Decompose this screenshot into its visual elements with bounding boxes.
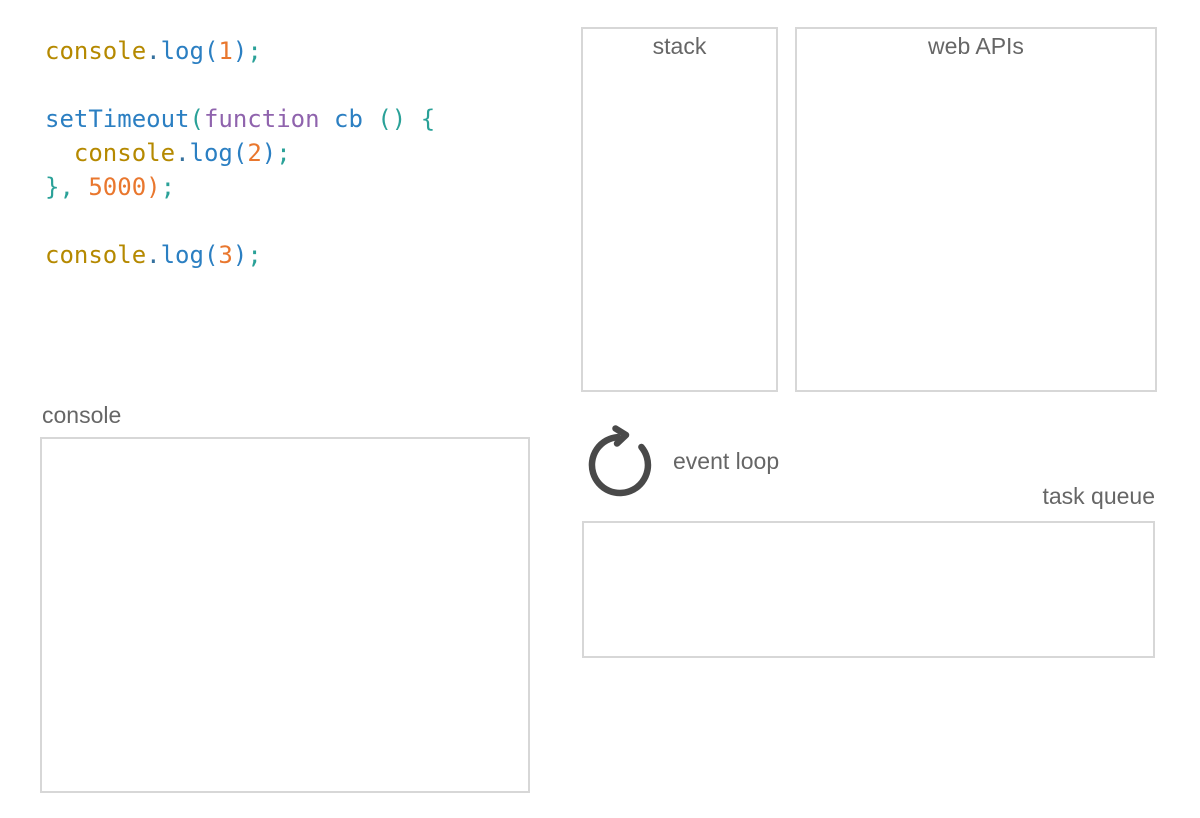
code-token: setTimeout	[45, 105, 190, 133]
code-token: ;	[247, 37, 262, 65]
code-token: ;	[247, 241, 262, 269]
task-queue-panel	[582, 521, 1155, 658]
code-token: )	[232, 37, 248, 65]
code-token: 5000	[88, 173, 147, 201]
stack-label: stack	[652, 33, 707, 59]
code-token	[363, 105, 377, 133]
code-token: (	[203, 37, 219, 65]
code-token: console	[73, 139, 176, 167]
console-label: console	[42, 402, 122, 428]
event-loop-icon	[588, 425, 652, 497]
code-token: cb	[334, 105, 363, 133]
code-token: )	[261, 139, 277, 167]
code-token: ;	[160, 173, 176, 201]
code-token: (	[232, 139, 248, 167]
event-loop-label: event loop	[673, 448, 780, 474]
code-token	[45, 139, 74, 167]
web-apis-label: web APIs	[928, 33, 1024, 59]
code-token	[320, 105, 334, 133]
code-token: .	[146, 37, 161, 65]
web-apis-panel: web APIs	[795, 27, 1157, 392]
code-token: log	[160, 241, 204, 269]
code-token: 3	[218, 241, 233, 269]
code-editor[interactable]: console.log(1); setTimeout(function cb (…	[45, 34, 435, 272]
code-token: .	[175, 139, 190, 167]
code-token: ;	[276, 139, 291, 167]
code-token: (	[203, 241, 219, 269]
code-token: console	[45, 37, 147, 65]
code-token: (	[189, 105, 204, 133]
task-queue-label: task queue	[1042, 483, 1155, 509]
code-token: log	[189, 139, 233, 167]
code-token: )	[232, 241, 248, 269]
code-token: },	[45, 173, 74, 201]
code-token	[406, 105, 420, 133]
code-token: 2	[247, 139, 262, 167]
stack-panel: stack	[581, 27, 778, 392]
code-token	[74, 173, 88, 201]
code-token: console	[45, 241, 147, 269]
code-token: )	[146, 173, 161, 201]
code-token: 1	[218, 37, 233, 65]
code-token: function	[203, 105, 320, 133]
code-token: {	[420, 105, 436, 133]
console-output-panel	[40, 437, 530, 793]
code-token: ()	[377, 105, 407, 133]
code-token: log	[160, 37, 204, 65]
code-token: .	[146, 241, 161, 269]
